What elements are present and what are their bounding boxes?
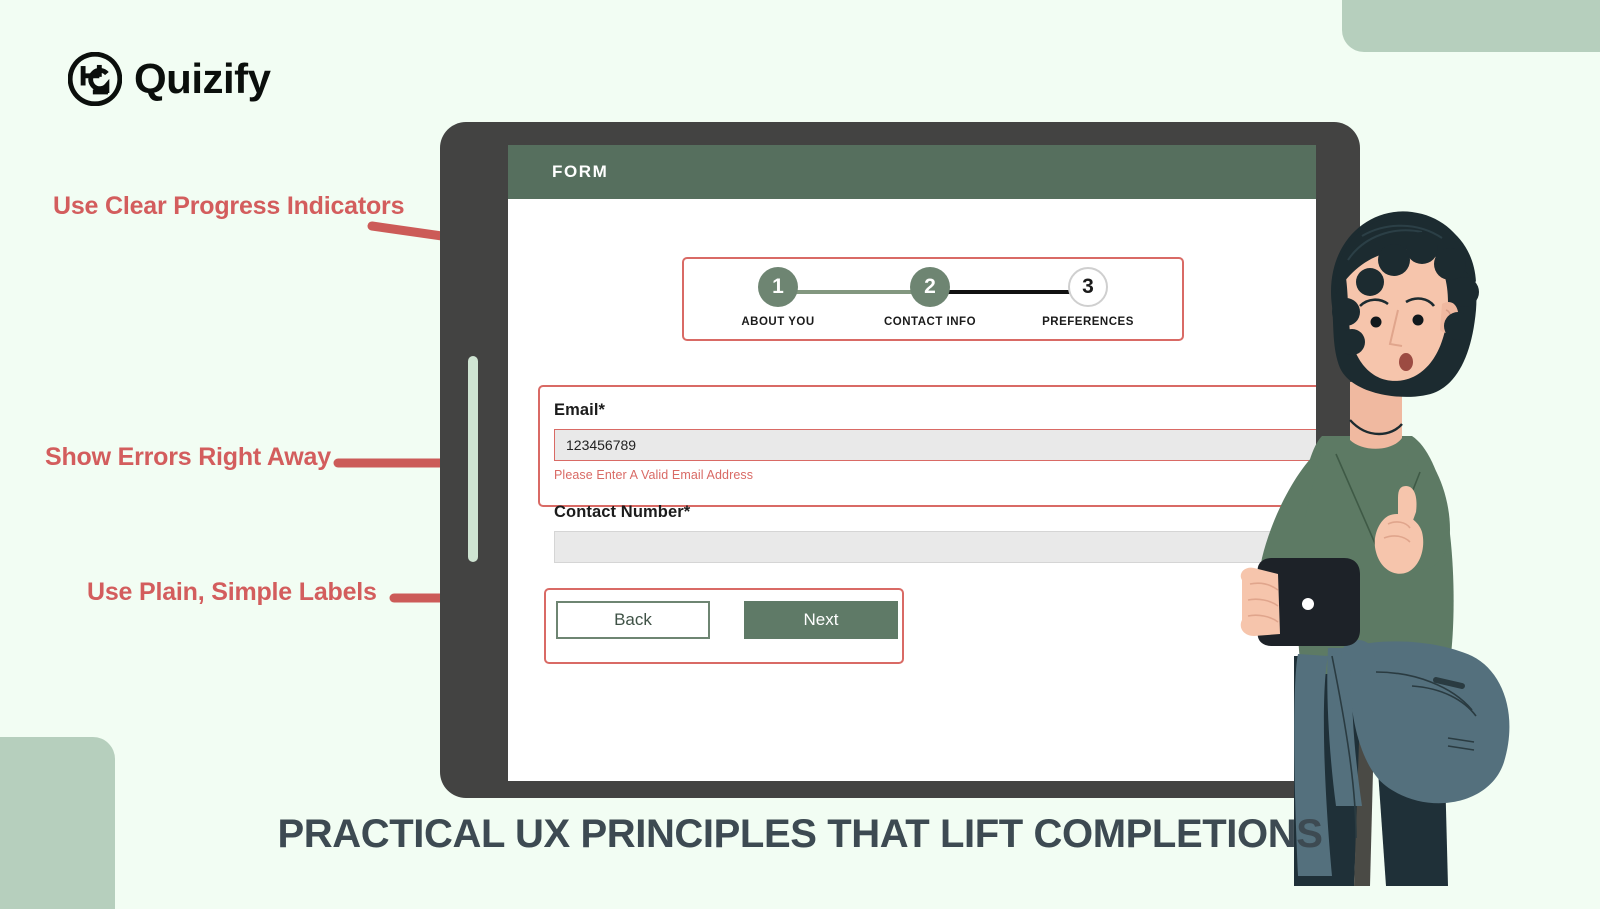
stepper-highlight-box	[682, 257, 1184, 341]
email-field-highlight-box	[538, 385, 1316, 507]
stepper-connector-2-3	[934, 290, 1092, 294]
email-error-message: Please Enter A Valid Email Address	[554, 468, 754, 482]
stepper-connector-1-2	[778, 290, 934, 294]
brand-name: Quizify	[134, 55, 271, 102]
contact-number-input[interactable]	[554, 531, 1316, 563]
contact-number-label-text: Contact Number	[554, 503, 684, 521]
callout-show-errors: Show Errors Right Away	[45, 443, 331, 471]
callout-progress-indicators: Use Clear Progress Indicators	[53, 192, 405, 220]
stepper-step-about-you[interactable]: 1 ABOUT YOU	[730, 267, 826, 328]
next-button[interactable]: Next	[744, 601, 898, 639]
step-label: CONTACT INFO	[883, 316, 977, 328]
form-header-bar: FORM	[508, 145, 1316, 199]
tablet-screen: FORM 1 ABOUT YOU 2 CONTACT INFO 3 PREFER…	[508, 145, 1316, 781]
step-number-badge: 1	[758, 267, 798, 307]
stepper-step-contact-info[interactable]: 2 CONTACT INFO	[882, 267, 978, 328]
email-label-text: Email	[554, 401, 599, 419]
quizify-circle-monogram-icon	[68, 52, 122, 106]
stepper-step-preferences[interactable]: 3 PREFERENCES	[1040, 267, 1136, 328]
step-label: ABOUT YOU	[741, 316, 815, 328]
step-number-badge: 3	[1068, 267, 1108, 307]
callout-plain-labels: Use Plain, Simple Labels	[87, 578, 377, 606]
person-holding-tablet-illustration	[1240, 211, 1510, 886]
progress-stepper: 1 ABOUT YOU 2 CONTACT INFO 3 PREFERENCES	[714, 267, 1154, 331]
contact-number-field-group: Contact Number*	[554, 503, 1316, 563]
tablet-device: FORM 1 ABOUT YOU 2 CONTACT INFO 3 PREFER…	[440, 122, 1360, 798]
decorative-shape-top-right	[1342, 0, 1600, 52]
email-label: Email*	[554, 401, 1316, 420]
required-asterisk: *	[683, 503, 691, 521]
step-number-badge: 2	[910, 267, 950, 307]
required-asterisk: *	[598, 401, 606, 419]
tablet-volume-button[interactable]	[468, 356, 478, 562]
email-field-group: Email* 123456789 Please Enter A Valid Em…	[554, 401, 1316, 482]
brand-logo[interactable]: Quizify	[68, 52, 271, 106]
contact-number-label: Contact Number*	[554, 503, 1316, 522]
step-label: PREFERENCES	[1042, 316, 1134, 328]
buttons-highlight-box	[544, 588, 904, 664]
form-actions: Back Next	[556, 601, 898, 639]
back-button[interactable]: Back	[556, 601, 710, 639]
decorative-shape-bottom-left	[0, 737, 115, 909]
poster-headline: PRACTICAL UX PRINCIPLES THAT LIFT COMPLE…	[277, 812, 1323, 856]
form-title: FORM	[552, 162, 609, 181]
email-input[interactable]: 123456789	[554, 429, 1316, 461]
